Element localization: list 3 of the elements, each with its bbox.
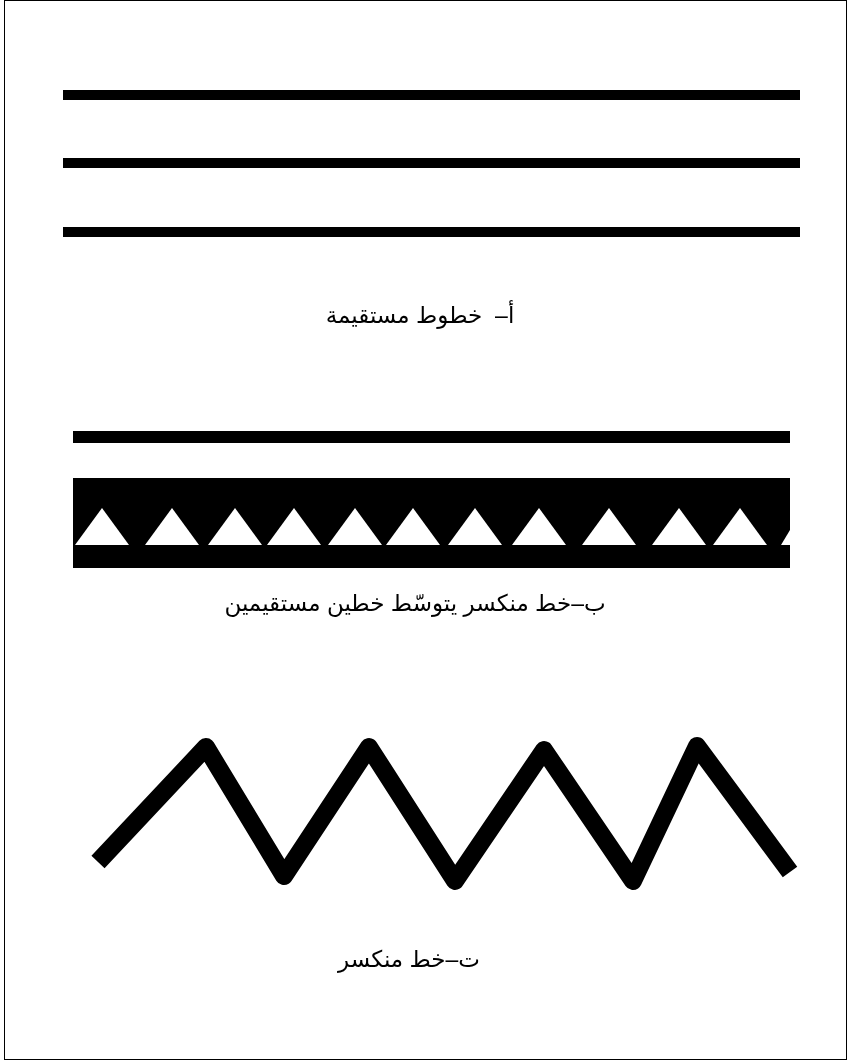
caption-text: ب–خط منكسر يتوسّط خطين مستقيمين <box>224 590 606 617</box>
caption-text: أ– خطوط مستقيمة <box>325 302 515 329</box>
caption-text: ت–خط منكسر <box>337 946 481 973</box>
